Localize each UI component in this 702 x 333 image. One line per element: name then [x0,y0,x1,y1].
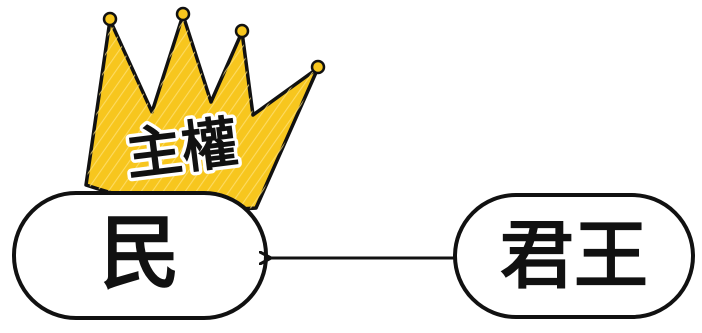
crown-label: 主權 [122,110,241,188]
node-monarch-shape [453,193,695,319]
crown-jewel [310,59,326,75]
node-monarch: 君王 [453,193,695,319]
crown-icon: 主權 [84,6,326,211]
crown-jewel [175,6,191,22]
crown-jewel [234,23,250,39]
node-people: 民 [12,191,268,320]
node-monarch-label: 君王 [500,213,648,299]
node-people-label: 民 [100,207,180,300]
crown-jewel [102,11,118,27]
